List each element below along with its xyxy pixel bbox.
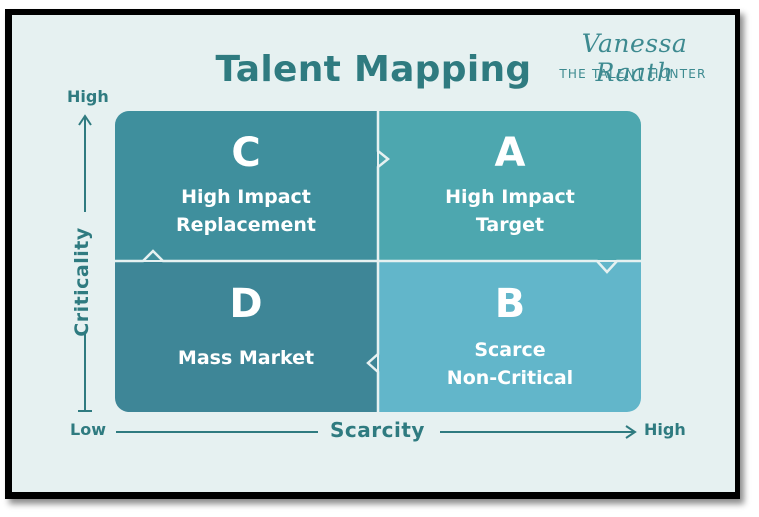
quadrant-d-label: Mass Market xyxy=(115,344,377,372)
quadrant-a-label-line2: Target xyxy=(475,214,545,236)
quadrant-d-letter: D xyxy=(229,281,263,327)
brand-tagline: THE TALENT HUNTER xyxy=(559,67,707,81)
page-title: Talent Mapping xyxy=(215,49,532,90)
quadrant-d: D Mass Market xyxy=(115,262,377,412)
quadrant-a-label: High Impact Target xyxy=(379,183,641,239)
quadrant-c-letter: C xyxy=(231,130,261,176)
quadrant-b-label: Scarce Non-Critical xyxy=(379,336,641,392)
quadrant-c: C High Impact Replacement xyxy=(115,111,377,260)
quadrant-b-letter: B xyxy=(494,281,526,327)
y-axis-title: Criticality xyxy=(71,227,93,337)
quadrant-c-label-line2: Replacement xyxy=(176,214,316,236)
axes-lines xyxy=(78,114,637,439)
quadrant-b: B Scarce Non-Critical xyxy=(379,262,641,412)
quadrant-a: A High Impact Target xyxy=(379,111,641,260)
y-axis-arrow-icon xyxy=(78,114,92,126)
quadrant-a-label-line1: High Impact xyxy=(445,186,575,208)
x-axis-low-label: Low xyxy=(70,420,106,439)
quadrant-c-label-line1: High Impact xyxy=(181,186,311,208)
brand-logo-name: Vanessa Raath xyxy=(581,29,688,87)
diagram-panel: Talent Mapping Vanessa Raath THE TALENT … xyxy=(12,15,735,492)
quadrant-d-label-line1: Mass Market xyxy=(177,347,315,369)
quadrant-a-letter: A xyxy=(494,130,526,176)
x-axis-title: Scarcity xyxy=(330,418,425,442)
quadrant-b-label-line2: Non-Critical xyxy=(446,367,574,389)
x-axis-arrow-icon xyxy=(625,425,637,439)
quadrant-c-label: High Impact Replacement xyxy=(115,183,377,239)
x-axis-high-label: High xyxy=(644,420,686,439)
quadrant-b-label-line1: Scarce xyxy=(474,339,546,361)
y-axis-high-label: High xyxy=(67,87,109,106)
quadrant-grid: C High Impact Replacement A High Impact … xyxy=(115,111,641,412)
